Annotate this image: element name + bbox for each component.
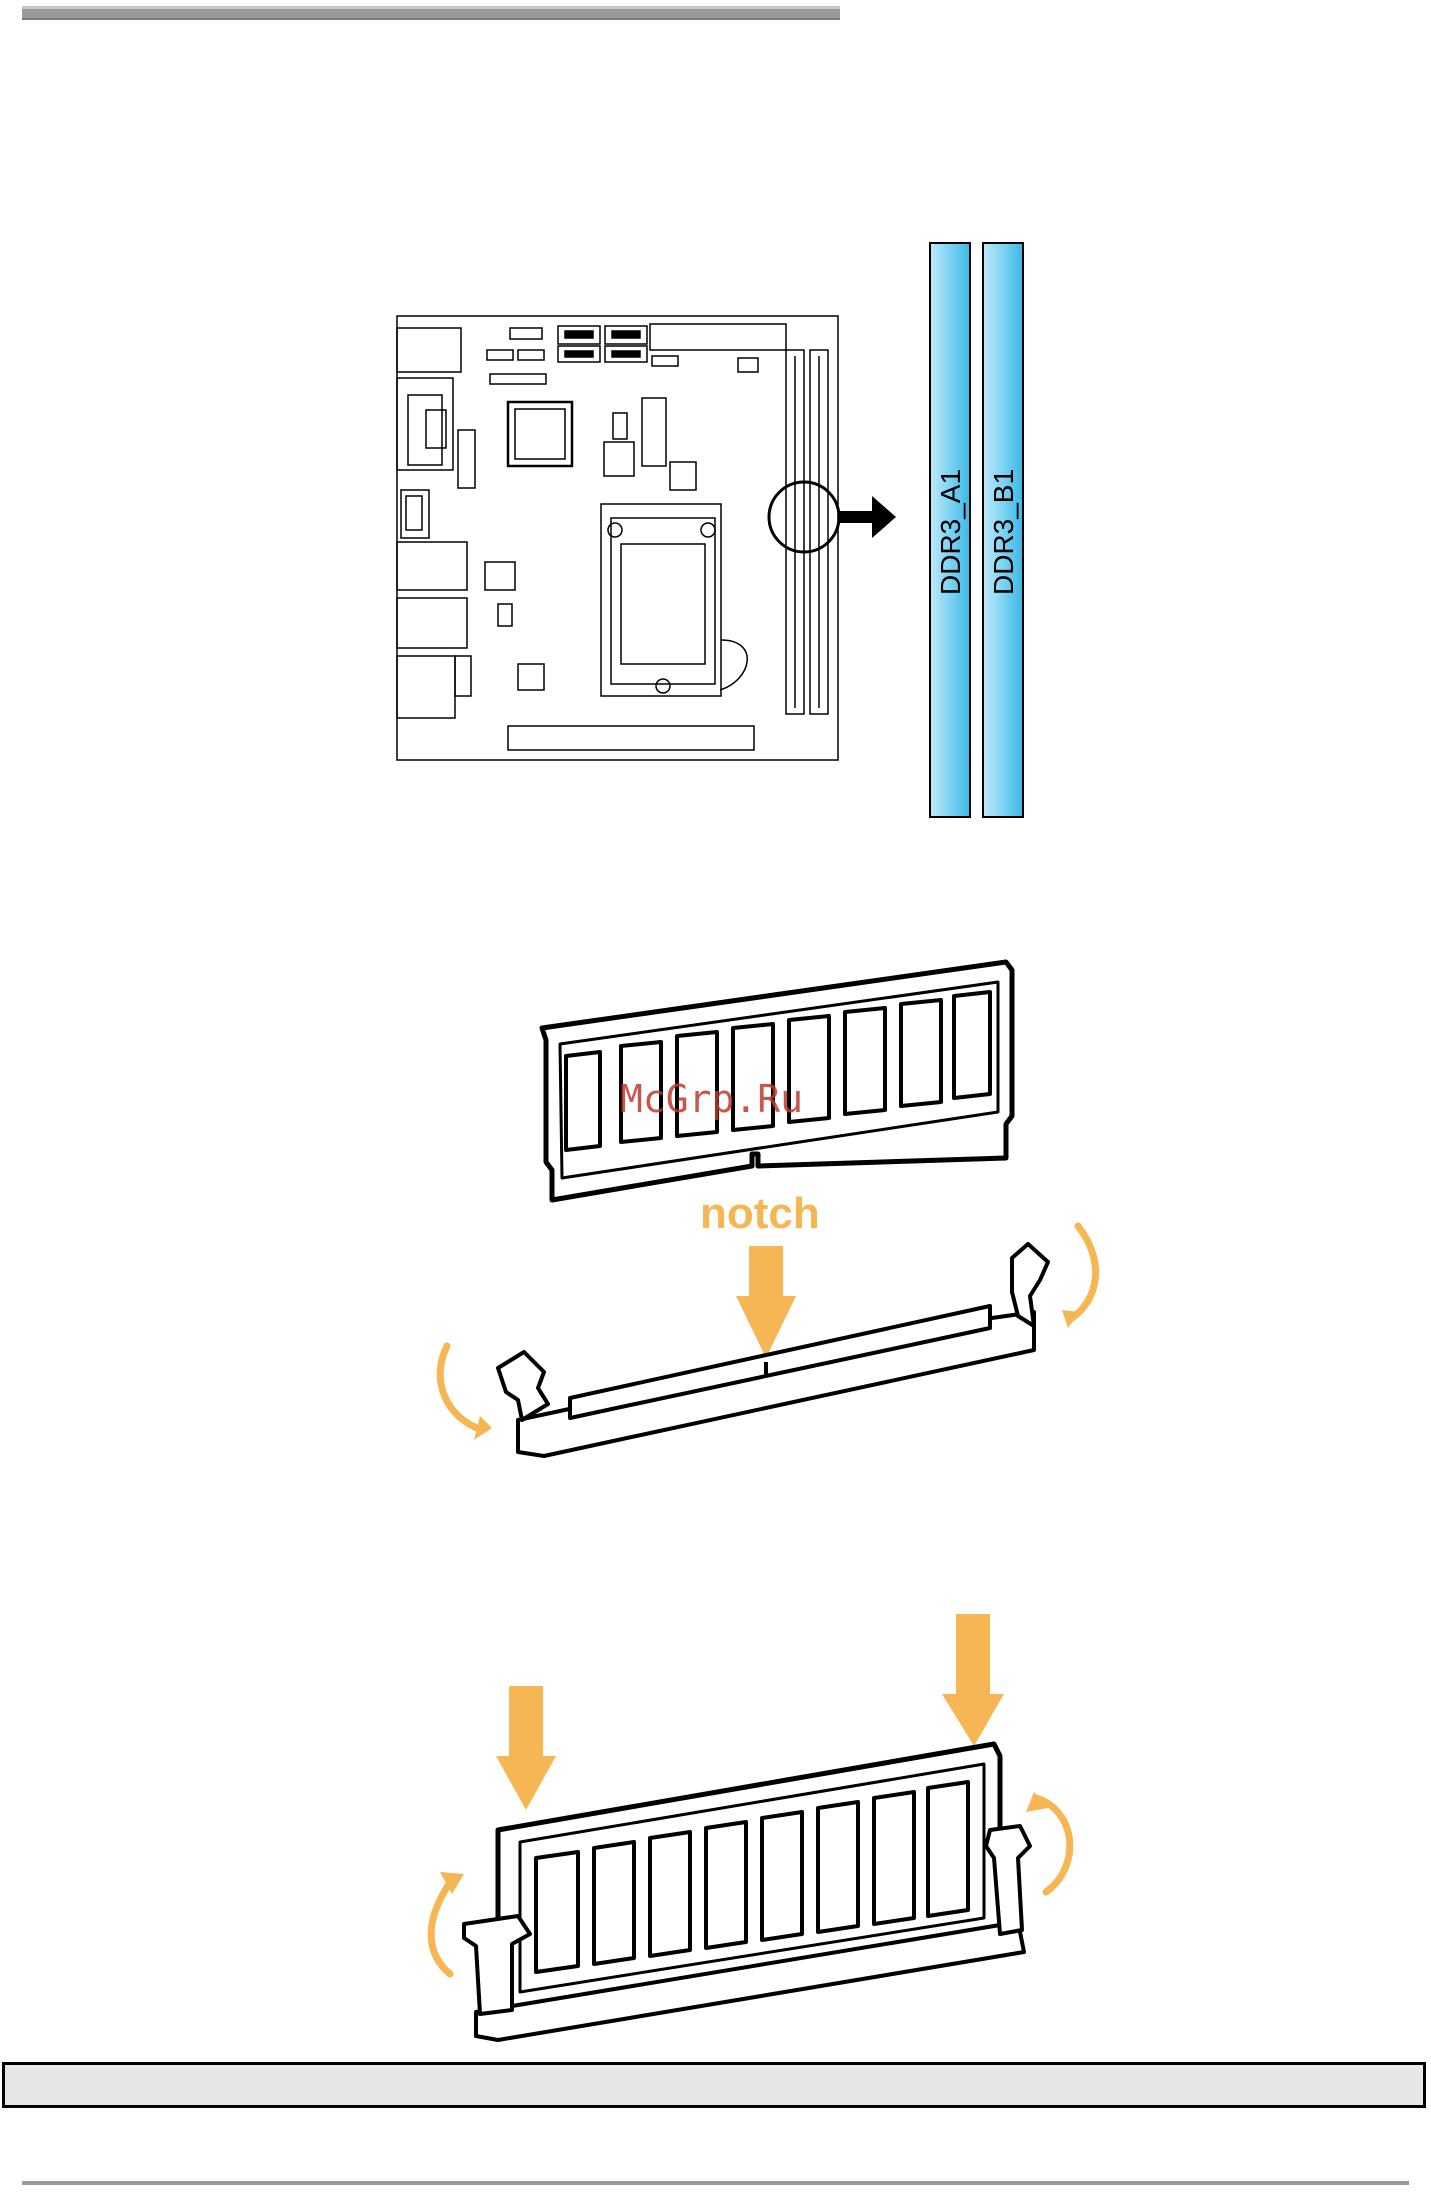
down-arrow-icon: [496, 1686, 556, 1810]
memory-chip: [706, 1822, 746, 1948]
io-block: [397, 598, 467, 648]
memory-chip: [874, 1792, 914, 1924]
header-connector: [455, 656, 471, 696]
io-block: [401, 490, 429, 538]
header-connector: [652, 356, 678, 366]
rotate-arrow-right: [1036, 1798, 1070, 1892]
right-arrow-icon: [838, 496, 896, 538]
motherboard-layout: [397, 316, 838, 760]
fan-header: [738, 358, 758, 372]
memory-chip: [594, 1842, 634, 1964]
io-block: [426, 410, 446, 448]
notch-label: notch: [700, 1189, 820, 1238]
io-block: [458, 430, 475, 488]
slot-label-b1: DDR3_B1: [988, 469, 1019, 595]
component-block: [518, 664, 544, 690]
arrow-head: [496, 1756, 556, 1810]
chipset: [508, 402, 572, 466]
arrow-shaft: [838, 511, 874, 523]
sata-port: [565, 331, 593, 338]
cpu-socket-frame: [611, 518, 715, 684]
sata-port: [612, 331, 640, 338]
dimm-slot-strips: DDR3_A1 DDR3_B1: [930, 243, 1023, 817]
memory-chip: [762, 1812, 802, 1940]
memory-chip: [650, 1832, 690, 1956]
header-connector: [490, 374, 546, 384]
watermark: McGrp.Ru: [620, 1077, 803, 1121]
note-box: [2, 2062, 1426, 2108]
rotate-arrow-right: [1072, 1226, 1096, 1318]
pcie-slot: [508, 726, 754, 750]
header-connector: [498, 604, 512, 626]
arrow-head: [872, 496, 896, 538]
power-connector: [485, 562, 515, 590]
bios-chip: [604, 442, 634, 476]
down-arrow-icon: [736, 1246, 796, 1358]
socket-screw: [701, 523, 715, 537]
socket-lever: [720, 640, 747, 690]
memory-chip: [536, 1852, 578, 1972]
atx-power-connector: [650, 324, 786, 350]
socket-screw: [656, 679, 670, 693]
component-block: [642, 398, 666, 466]
sata-port: [565, 351, 593, 357]
io-block: [397, 656, 455, 718]
memory-chip: [928, 1782, 968, 1916]
memory-chip: [845, 1008, 885, 1114]
memory-chip: [901, 1000, 941, 1106]
header-connector: [487, 350, 513, 360]
arrow-head: [942, 1694, 1004, 1746]
header-connector: [510, 328, 542, 339]
slot-label-a1: DDR3_A1: [935, 469, 966, 595]
board-outline: [397, 316, 838, 760]
io-block: [397, 328, 461, 372]
rotate-arrow-left: [431, 1884, 450, 1974]
memory-chip: [818, 1802, 858, 1932]
io-block: [406, 496, 422, 530]
io-block: [397, 542, 467, 590]
arrow-shaft: [749, 1246, 783, 1298]
arrow-shaft: [509, 1686, 543, 1760]
component-block: [670, 462, 696, 490]
footer-rule: [22, 2181, 1409, 2185]
socket-screw: [608, 523, 622, 537]
io-block: [408, 395, 442, 465]
memory-chip: [954, 992, 990, 1098]
chipset-core: [515, 409, 565, 459]
cpu-socket-frame: [601, 504, 721, 696]
left-clip: [498, 1352, 548, 1420]
arrow-head: [1062, 1310, 1080, 1328]
arrow-shaft: [956, 1614, 990, 1698]
down-arrow-icon: [942, 1614, 1004, 1746]
right-clip: [1012, 1244, 1048, 1326]
cpu-socket-core: [621, 544, 705, 664]
cpu-socket: [601, 504, 747, 696]
io-block: [397, 378, 453, 470]
rotate-arrow-left: [440, 1346, 482, 1430]
memory-chip: [566, 1052, 600, 1150]
jumper: [613, 413, 627, 439]
header-connector: [518, 350, 544, 360]
sata-port: [612, 351, 640, 357]
